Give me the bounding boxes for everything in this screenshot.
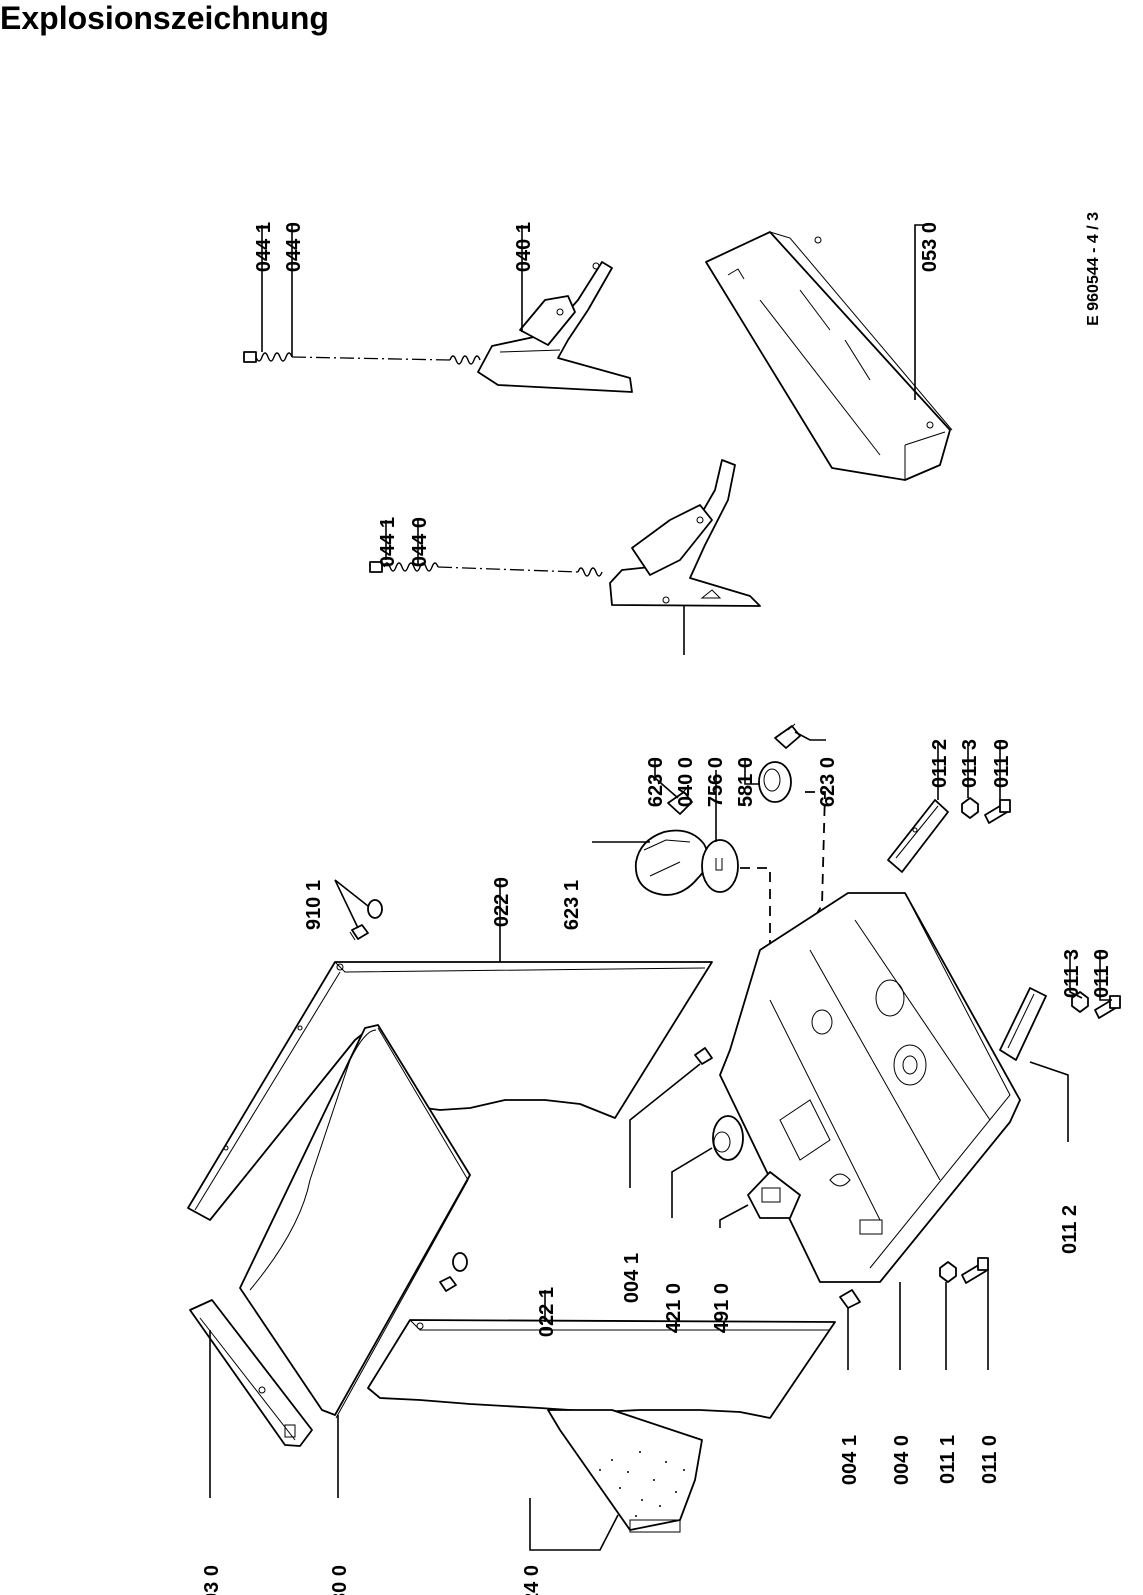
- switch-6231: [634, 829, 709, 896]
- screw-0110-bottom: [961, 1257, 989, 1284]
- insulation-0240: [547, 1409, 703, 1533]
- rail-0530: [705, 231, 953, 481]
- label-0040: 004 0: [891, 1435, 913, 1485]
- label-0041: 004 1: [621, 1253, 643, 1303]
- label-0112: 011 2: [1059, 1205, 1081, 1254]
- screw-0110-upper: [984, 799, 1011, 824]
- spring-assembly-lower: [369, 561, 603, 577]
- label-7560: 756 0: [705, 757, 727, 807]
- side-panel-0221: [367, 1319, 836, 1419]
- label-0041: 004 1: [839, 1435, 861, 1485]
- rail-0030: [189, 1299, 313, 1447]
- part-4910: [747, 1171, 801, 1219]
- label-0530: 053 0: [919, 222, 941, 272]
- label-6230: 623 0: [645, 757, 667, 807]
- knob-5810: [758, 761, 792, 803]
- leader-lines: [209, 224, 1112, 1551]
- label-0400: 040 0: [675, 757, 697, 807]
- assembly-line-knob: [805, 791, 826, 926]
- nut-0113-upper: [961, 797, 979, 819]
- disc-7560: [701, 839, 739, 893]
- label-0030: 003 0: [201, 1565, 223, 1595]
- label-0110: 011 0: [979, 1435, 1001, 1484]
- connector-6230-upper: [667, 788, 693, 815]
- side-panel-0220: [187, 961, 713, 1221]
- label-9101: 910 1: [303, 880, 325, 930]
- label-4210: 421 0: [663, 1283, 685, 1333]
- label-0112: 011 2: [929, 739, 951, 788]
- drawing-code: E 960544 - 4 / 3: [1085, 212, 1102, 326]
- nut-0111: [939, 1261, 957, 1283]
- label-4910: 491 0: [711, 1283, 733, 1333]
- label-6230: 623 0: [817, 757, 839, 807]
- page-title: Explosionszeichnung: [0, 0, 329, 36]
- screw-0110-lower: [1094, 995, 1121, 1019]
- label-5810: 581 0: [735, 757, 757, 807]
- label-0113: 011 3: [959, 739, 981, 788]
- label-6231: 623 1: [561, 880, 583, 930]
- label-0440: 044 0: [283, 222, 305, 272]
- screws-9101: [349, 899, 383, 941]
- label-0110: 011 0: [991, 739, 1013, 788]
- label-0113: 011 3: [1061, 949, 1083, 998]
- base-panel-0300: [239, 1024, 471, 1419]
- connector-6230-lower: [774, 723, 801, 749]
- part-4210: [712, 1115, 744, 1161]
- hinge-0400: [609, 459, 761, 607]
- part-labels: 044 1 044 0 040 1 053 0 044 1 044 0 623 …: [201, 212, 1113, 1595]
- label-0110: 011 0: [1091, 949, 1113, 998]
- clip-0041-lower: [839, 1289, 861, 1309]
- hinge-0401: [477, 261, 633, 393]
- spring-assembly-upper: [243, 351, 481, 365]
- label-0111: 011 1: [937, 1435, 959, 1484]
- label-0441: 044 1: [377, 517, 399, 567]
- label-0220: 022 0: [491, 877, 513, 927]
- label-0440: 044 0: [409, 517, 431, 567]
- bracket-0112-upper: [887, 799, 949, 873]
- label-0221: 022 1: [536, 1287, 558, 1337]
- label-0240: 024 0: [521, 1565, 543, 1595]
- base-tray-0040: [719, 892, 1021, 1283]
- label-0441: 044 1: [253, 222, 275, 272]
- clip-0041-upper: [694, 1047, 713, 1065]
- bracket-0112-lower: [999, 987, 1047, 1061]
- screw-small: [439, 1252, 468, 1292]
- nut-0113-lower: [1071, 991, 1089, 1013]
- label-0401: 040 1: [513, 222, 535, 272]
- label-0300: 030 0: [329, 1565, 351, 1595]
